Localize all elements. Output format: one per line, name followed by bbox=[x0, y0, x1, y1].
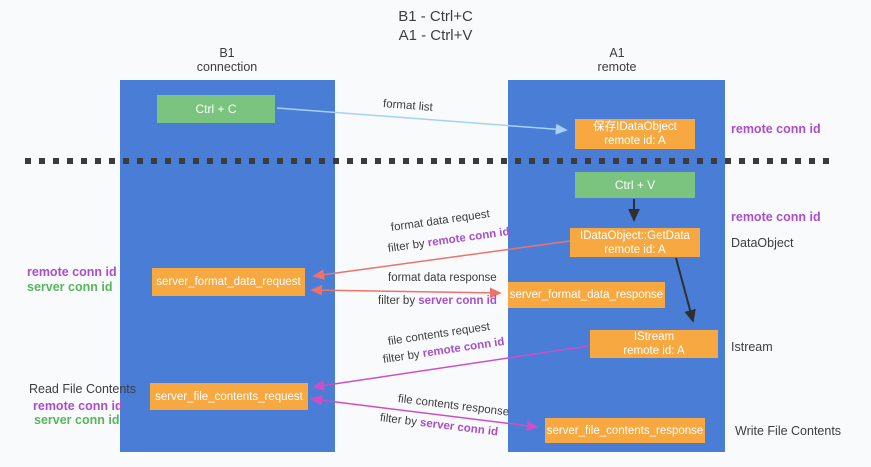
remote-conn-id-annotation-format: remote conn id bbox=[27, 265, 117, 279]
format-data-response-label: format data response bbox=[388, 272, 497, 284]
node-server-file-contents-response: server_file_contents_response bbox=[545, 418, 705, 443]
filter-by-text: filter by bbox=[379, 412, 421, 429]
node-save-dataobject: 保存IDataObject remote id: A bbox=[575, 119, 695, 149]
remote-conn-id-annotation-file: remote conn id bbox=[33, 399, 123, 413]
filter-by-text: filter by bbox=[378, 295, 419, 307]
node-ctrl-c: Ctrl + C bbox=[157, 95, 275, 123]
node-getdata-line2: remote id: A bbox=[604, 243, 666, 256]
lane-b1-name: B1 bbox=[219, 46, 235, 60]
remote-conn-id-annotation-paste: remote conn id bbox=[731, 210, 821, 224]
remote-conn-id-key: remote conn id bbox=[427, 225, 511, 250]
lane-header-b1: B1 connection bbox=[157, 46, 297, 74]
lane-b1-role: connection bbox=[196, 60, 258, 74]
server-conn-id-annotation-format: server conn id bbox=[27, 280, 113, 294]
node-server-file-contents-response-label: server_file_contents_response bbox=[546, 424, 704, 437]
server-conn-id-annotation-file: server conn id bbox=[34, 413, 120, 427]
remote-conn-id-annotation-clipboard: remote conn id bbox=[731, 122, 821, 136]
lane-header-a1: A1 remote bbox=[547, 46, 687, 74]
node-server-format-data-request: server_format_data_request bbox=[152, 268, 305, 296]
node-save-dataobject-line2: remote id: A bbox=[604, 135, 666, 147]
file-contents-response-filter-label: filter by server conn id bbox=[379, 412, 498, 438]
filter-by-text: filter by bbox=[382, 348, 424, 366]
lane-a1-role: remote bbox=[597, 60, 637, 74]
node-ctrl-v: Ctrl + V bbox=[575, 172, 695, 198]
filter-by-text: filter by bbox=[387, 237, 429, 255]
diagram-title: B1 - Ctrl+C A1 - Ctrl+V bbox=[0, 7, 871, 45]
node-getdata-line1: IDataObject::GetData bbox=[580, 229, 690, 242]
istream-annotation: Istream bbox=[731, 340, 773, 354]
server-conn-id-key: server conn id bbox=[418, 295, 497, 307]
read-file-contents-annotation: Read File Contents bbox=[29, 382, 137, 396]
write-file-contents-annotation: Write File Contents bbox=[735, 424, 842, 438]
format-list-label: format list bbox=[382, 98, 434, 114]
format-data-response-arrow bbox=[310, 284, 502, 299]
node-istream-line2: remote id: A bbox=[623, 345, 685, 357]
node-save-dataobject-line1: 保存IDataObject bbox=[593, 121, 677, 133]
node-server-format-data-response-label: server_format_data_response bbox=[509, 289, 664, 301]
server-conn-id-key: server conn id bbox=[419, 416, 499, 439]
title-line-1: B1 - Ctrl+C bbox=[398, 8, 473, 25]
node-server-format-data-request-label: server_format_data_request bbox=[156, 276, 301, 288]
node-istream: IStream remote id: A bbox=[590, 330, 718, 358]
lane-a1-name: A1 bbox=[609, 46, 625, 60]
file-contents-response-label: file contents response bbox=[397, 393, 510, 419]
node-ctrl-c-label: Ctrl + C bbox=[195, 102, 237, 116]
node-ctrl-v-label: Ctrl + V bbox=[614, 178, 656, 192]
node-server-format-data-response: server_format_data_response bbox=[508, 282, 665, 308]
node-idataobject-getdata: IDataObject::GetData remote id: A bbox=[570, 228, 700, 257]
node-server-file-contents-request-label: server_file_contents_request bbox=[155, 390, 303, 403]
title-line-2: A1 - Ctrl+V bbox=[398, 27, 473, 44]
node-istream-line1: IStream bbox=[633, 331, 675, 343]
format-data-response-filter-label: filter by server conn id bbox=[378, 295, 497, 307]
node-server-file-contents-request: server_file_contents_request bbox=[150, 383, 308, 410]
dataobject-annotation: DataObject bbox=[731, 236, 794, 250]
